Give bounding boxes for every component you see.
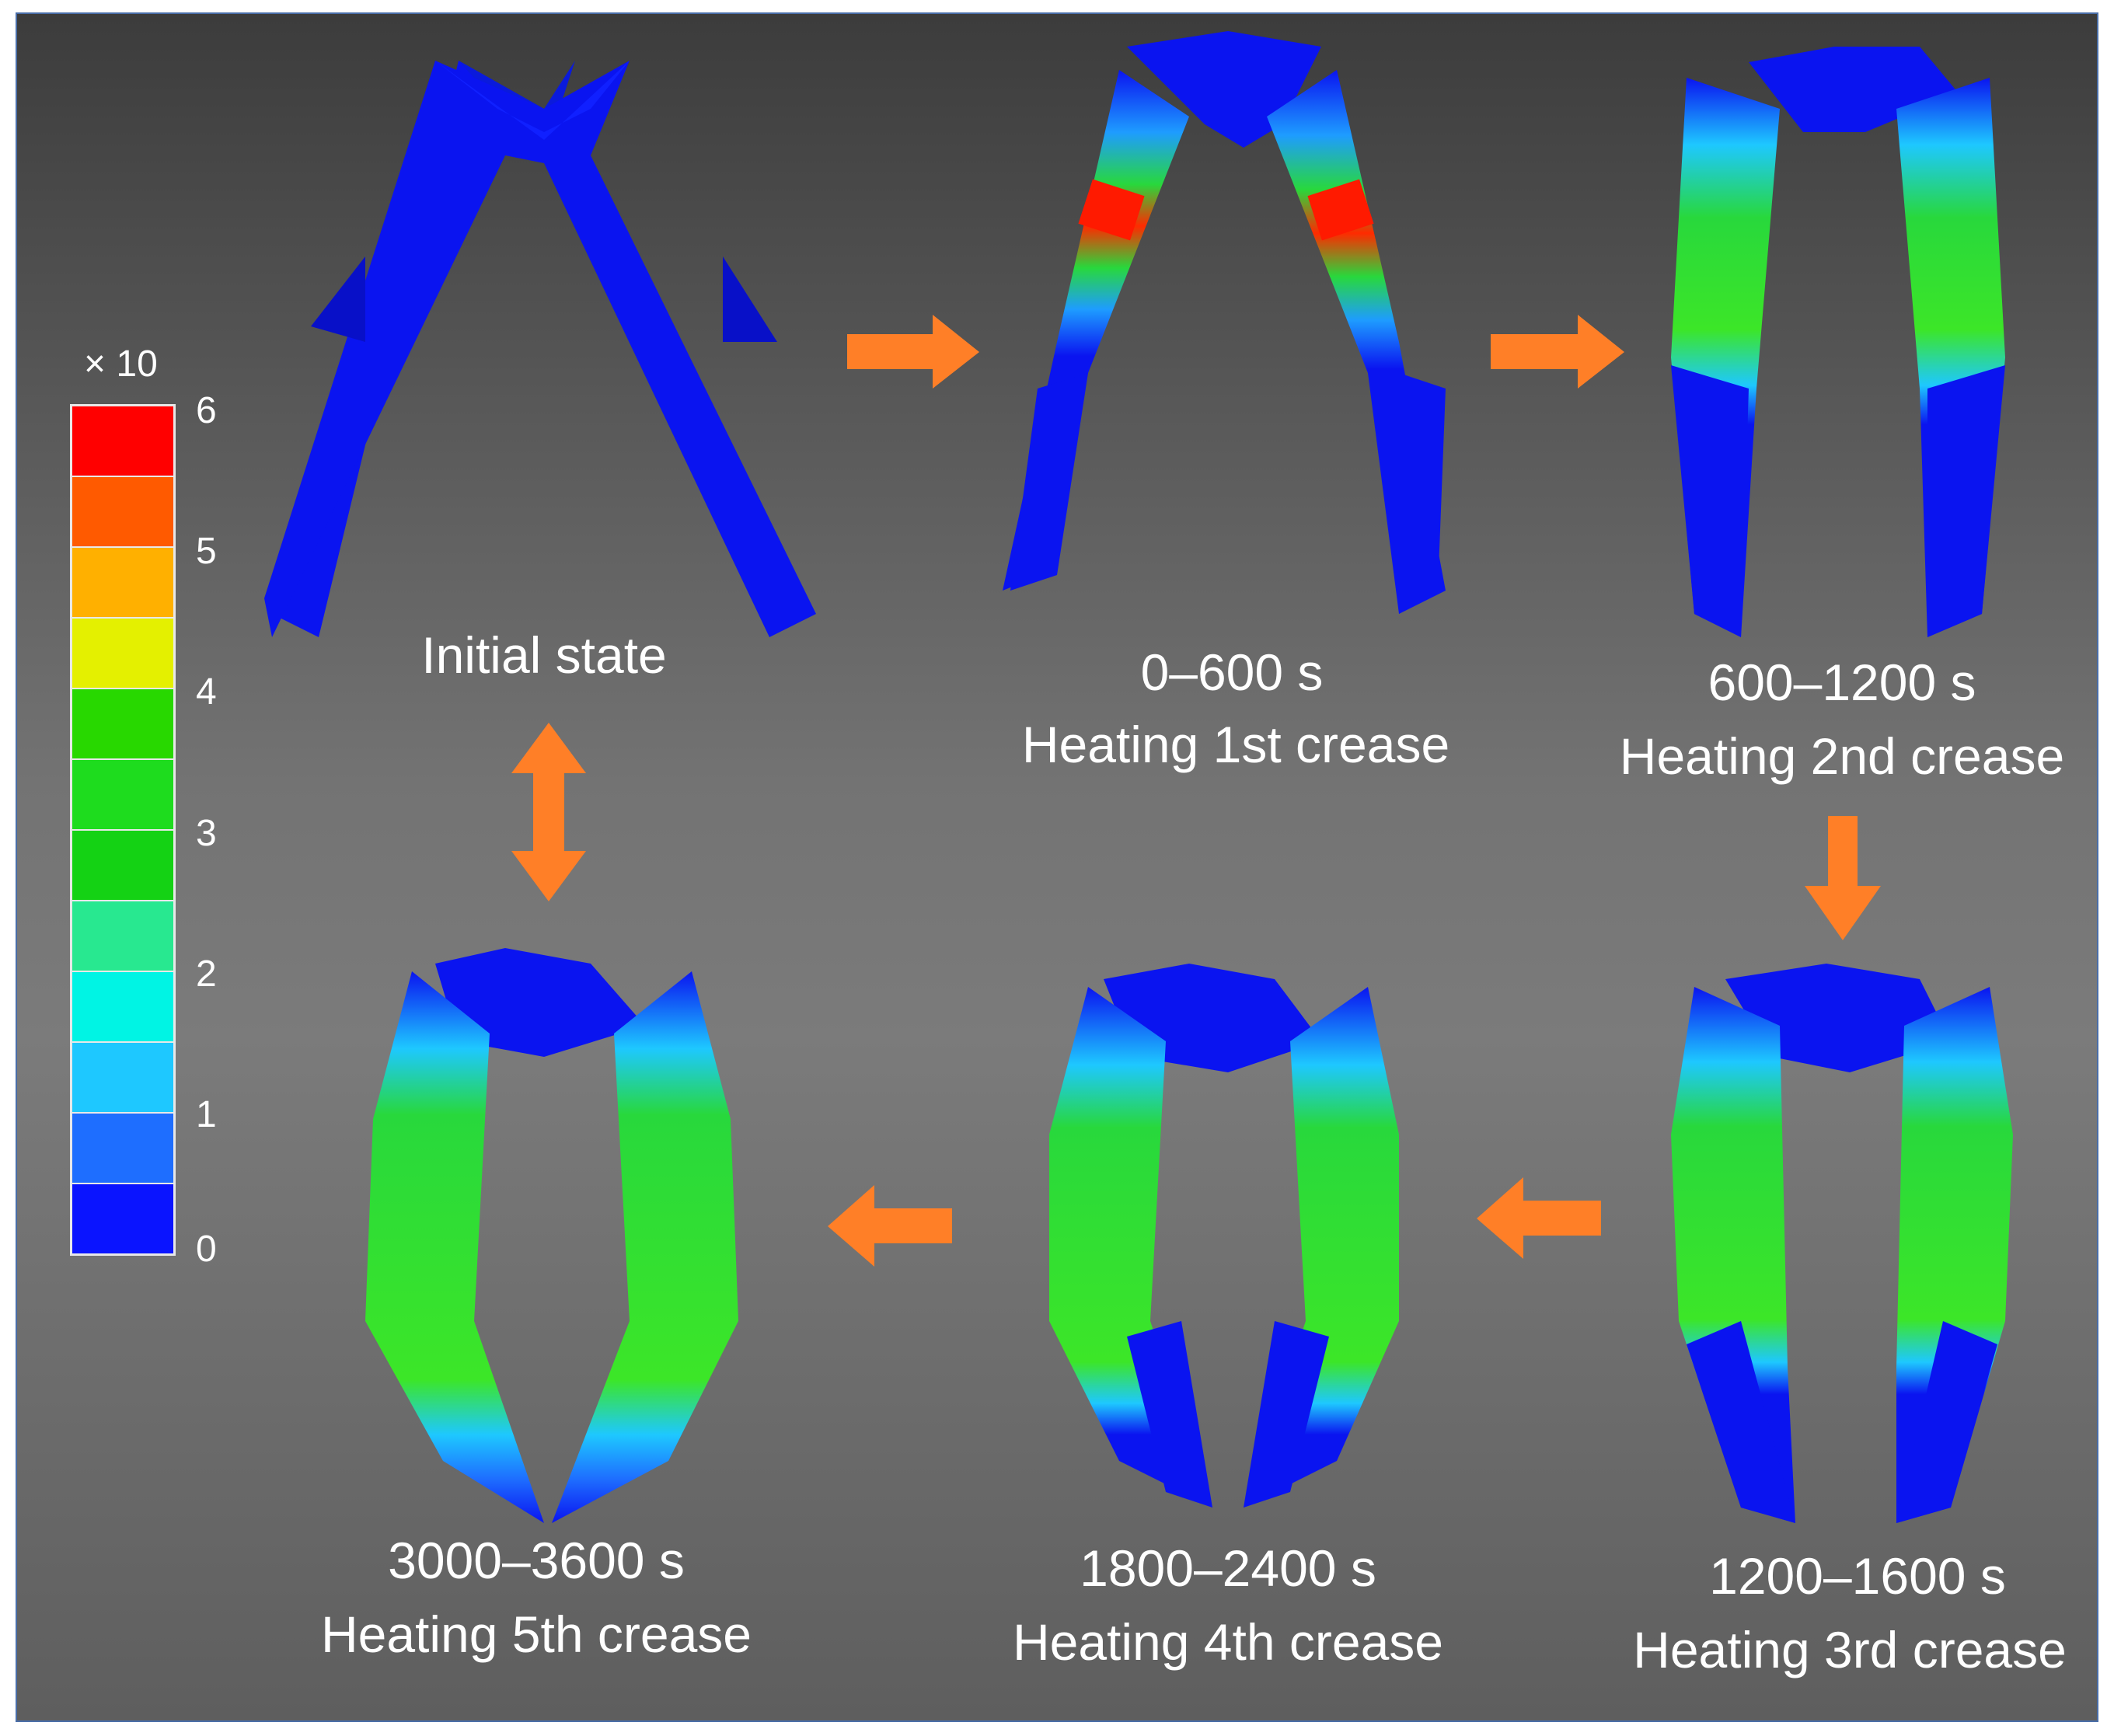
colorbar-multiplier: × 10 <box>84 343 158 385</box>
colorbar-segment <box>72 406 173 477</box>
colorbar-segment <box>72 689 173 760</box>
colorbar-segment <box>72 1043 173 1114</box>
colorbar-segment <box>72 831 173 901</box>
arrow-bidirectional <box>511 723 586 901</box>
arrow-left-1 <box>1477 1177 1601 1259</box>
arrow-down <box>1805 816 1881 940</box>
stage-3-description: Heating 3rd crease <box>1633 1621 2067 1678</box>
stage-2-time: 600–1200 s <box>1708 654 1976 711</box>
colorbar-segment <box>72 619 173 689</box>
colorbar-segment <box>72 477 173 548</box>
stage-4-time: 1800–2400 s <box>1080 1539 1376 1597</box>
stage-3-time: 1200–1600 s <box>1709 1547 2006 1605</box>
colorbar-tick-6: 6 <box>196 390 217 431</box>
colorbar-tick-4: 4 <box>196 671 217 713</box>
stage-4-description: Heating 4th crease <box>1012 1613 1443 1671</box>
colorbar-segment <box>72 760 173 831</box>
arrow-left-2 <box>828 1185 952 1267</box>
stage-5-description: Heating 5th crease <box>320 1605 752 1663</box>
model-stage-3 <box>1671 964 2013 1523</box>
model-initial-state <box>264 61 816 637</box>
colorbar-segment <box>72 548 173 619</box>
arrow-right-1 <box>847 315 979 389</box>
colorbar-segment <box>72 901 173 972</box>
colorbar-segment <box>72 1184 173 1253</box>
stage-1-time: 0–600 s <box>1140 643 1324 701</box>
model-stage-5 <box>365 948 738 1523</box>
model-stage-4 <box>1049 964 1399 1508</box>
colorbar-tick-3: 3 <box>196 813 217 854</box>
stage-2-description: Heating 2nd crease <box>1619 727 2065 785</box>
colorbar-tick-5: 5 <box>196 531 217 572</box>
arrow-right-2 <box>1491 315 1624 389</box>
model-stage-2 <box>1671 47 2005 637</box>
colorbar-segment <box>72 972 173 1043</box>
colorbar-tick-1: 1 <box>196 1094 217 1135</box>
stage-1-description: Heating 1st crease <box>1021 716 1450 773</box>
colorbar-tick-2: 2 <box>196 953 217 995</box>
colorbar-segment <box>72 1114 173 1184</box>
colorbar <box>70 404 176 1256</box>
model-stage-1 <box>1003 31 1446 614</box>
stage-label-initial: Initial state <box>421 626 667 684</box>
colorbar-tick-0: 0 <box>196 1229 217 1270</box>
stage-5-time: 3000–3600 s <box>388 1532 685 1589</box>
